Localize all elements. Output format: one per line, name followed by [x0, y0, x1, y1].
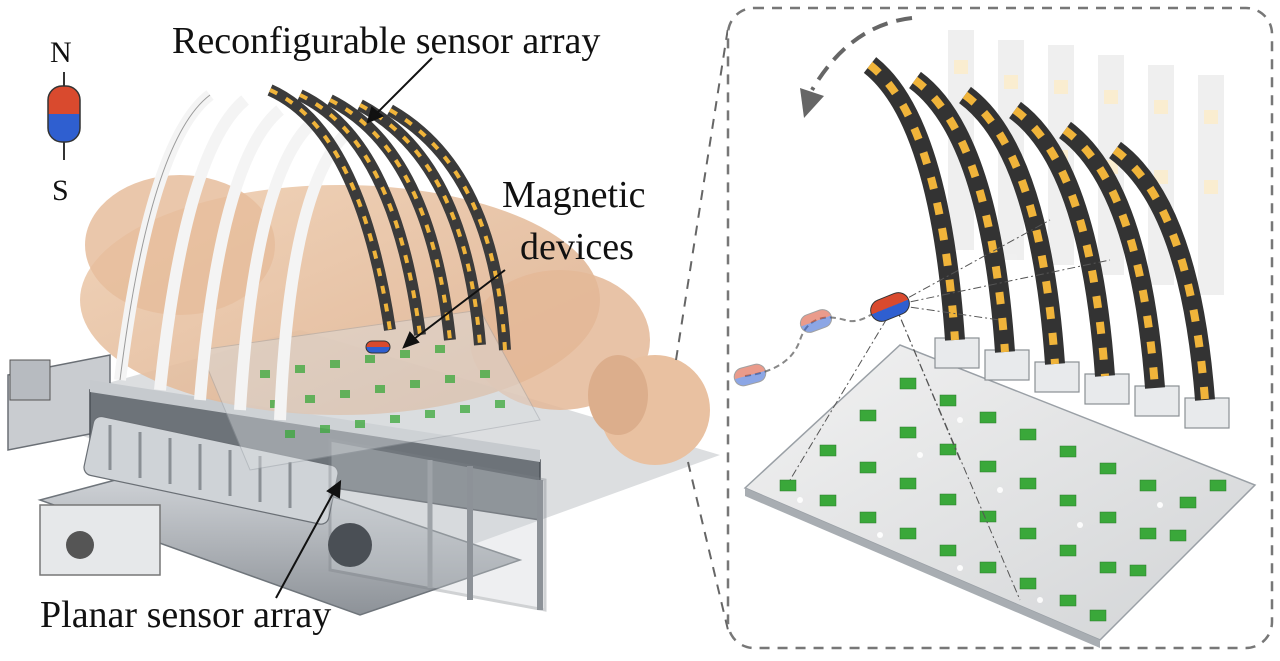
- capsule-trajectory: [733, 292, 910, 387]
- magnetic-capsule-faded-1: [733, 363, 767, 387]
- magnetic-devices-label-line2: devices: [520, 226, 634, 268]
- zoom-connectors: [675, 27, 729, 631]
- north-pole-label: N: [50, 36, 72, 69]
- reconfigurable-sensor-array-label: Reconfigurable sensor array: [172, 20, 601, 62]
- left-panel: [7, 57, 720, 616]
- planar-sensor-array-label: Planar sensor array: [40, 594, 332, 636]
- roller-assembly: [83, 415, 339, 525]
- planar-sensor-plate: [743, 344, 1257, 648]
- reconfigurable-sensor-array-left: [114, 84, 511, 421]
- rotation-arrow: [800, 16, 913, 118]
- bar-magnet-icon: [47, 72, 81, 160]
- reconfigurable-strips-detail: [863, 57, 1215, 401]
- magnetic-capsule-left: [365, 340, 391, 354]
- support-box: [328, 438, 547, 612]
- detail-inset: [726, 6, 1274, 650]
- sensing-lines: [789, 219, 1111, 601]
- magnetic-capsule-faded-2: [799, 309, 833, 333]
- magnetic-capsule-detail: [870, 292, 910, 322]
- callout-arrows: [275, 57, 506, 599]
- south-pole-label: S: [52, 174, 69, 207]
- magnetic-devices-label-line1: Magnetic: [502, 174, 646, 216]
